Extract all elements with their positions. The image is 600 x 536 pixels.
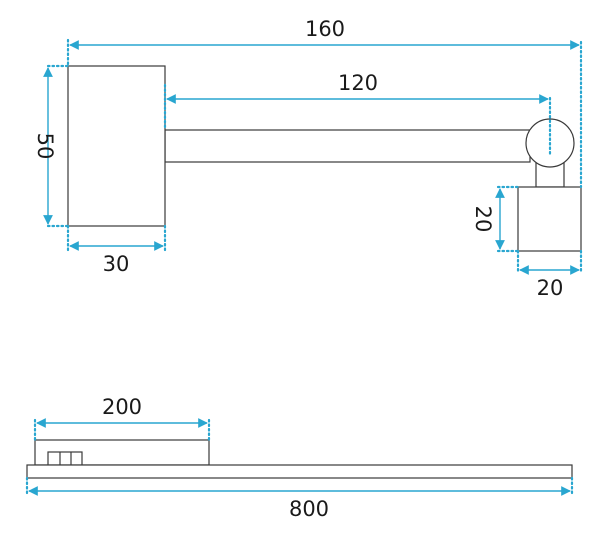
- label-head-width: 20: [537, 276, 564, 300]
- side-view: 200 800: [25, 395, 574, 521]
- lamp-head: [517, 186, 582, 252]
- top-view: 160 120 50 30 20 20: [33, 17, 583, 300]
- label-side-overall-length: 800: [289, 497, 329, 521]
- side-arm: [26, 464, 573, 479]
- label-overall-length: 160: [305, 17, 345, 41]
- arm: [164, 129, 531, 163]
- label-head-height: 20: [471, 206, 495, 233]
- label-arm-length: 120: [338, 71, 378, 95]
- side-connector: [47, 451, 83, 466]
- label-base-width: 30: [103, 252, 130, 276]
- label-base-height: 50: [33, 133, 57, 160]
- label-side-base-length: 200: [102, 395, 142, 419]
- mounting-base: [67, 65, 166, 227]
